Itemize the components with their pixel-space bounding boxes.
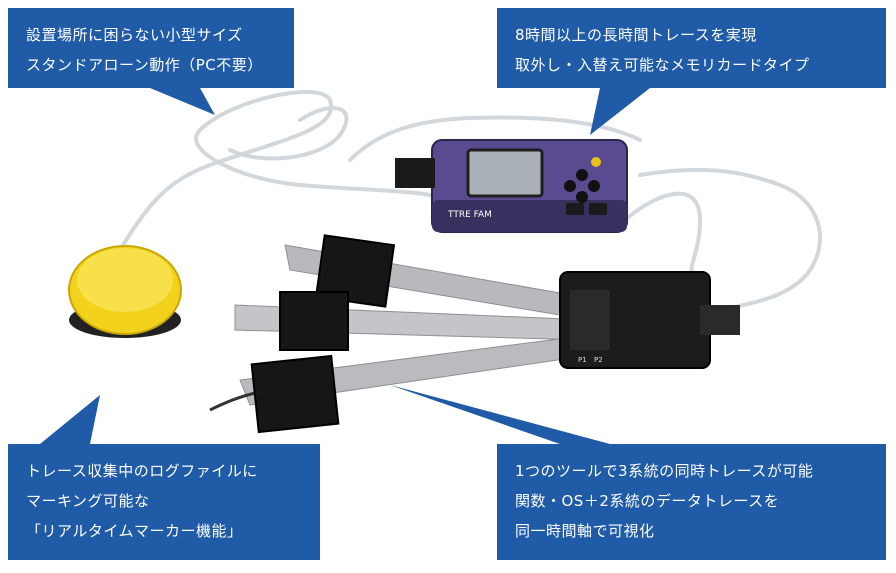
connector-pods: [250, 234, 396, 434]
callout-line: 同一時間軸で可視化: [515, 522, 655, 540]
callout-line: スタンドアローン動作（PC不要）: [26, 56, 263, 74]
callout-line: マーキング可能な: [26, 492, 150, 510]
callout-line: 関数・OS＋2系統のデータトレースを: [515, 492, 780, 510]
device-brand: TTRE FAM: [447, 210, 492, 220]
callout-line: 取外し・入替え可能なメモリカードタイプ: [515, 56, 810, 74]
callout-long-trace-memory-card: 8時間以上の長時間トレースを実現 取外し・入替え可能なメモリカードタイプ: [497, 8, 886, 88]
callout-line: 8時間以上の長時間トレースを実現: [515, 26, 757, 44]
probe-unit: P1 P2: [559, 271, 740, 369]
callout-compact-standalone: 設置場所に困らない小型サイズ スタンドアローン動作（PC不要）: [8, 8, 294, 88]
port-label-p2: P2: [594, 356, 603, 364]
gray-cables: [118, 90, 822, 312]
trace-unit: TTRE FAM: [395, 139, 628, 233]
foot-switch: [68, 245, 182, 338]
callout-line: 設置場所に困らない小型サイズ: [26, 26, 243, 44]
port-label-p1: P1: [578, 356, 587, 364]
callout-three-channel-trace: 1つのツールで3系統の同時トレースが可能 関数・OS＋2系統のデータトレースを …: [497, 444, 886, 560]
callout-realtime-marker: トレース収集中のログファイルに マーキング可能な 「リアルタイムマーカー機能」: [8, 444, 320, 560]
lcd-screen: [466, 148, 544, 198]
callout-line: トレース収集中のログファイルに: [26, 462, 258, 480]
callout-line: 1つのツールで3系統の同時トレースが可能: [515, 462, 814, 480]
callout-line: 「リアルタイムマーカー機能」: [26, 522, 243, 540]
callout-pointers: [40, 88, 650, 444]
